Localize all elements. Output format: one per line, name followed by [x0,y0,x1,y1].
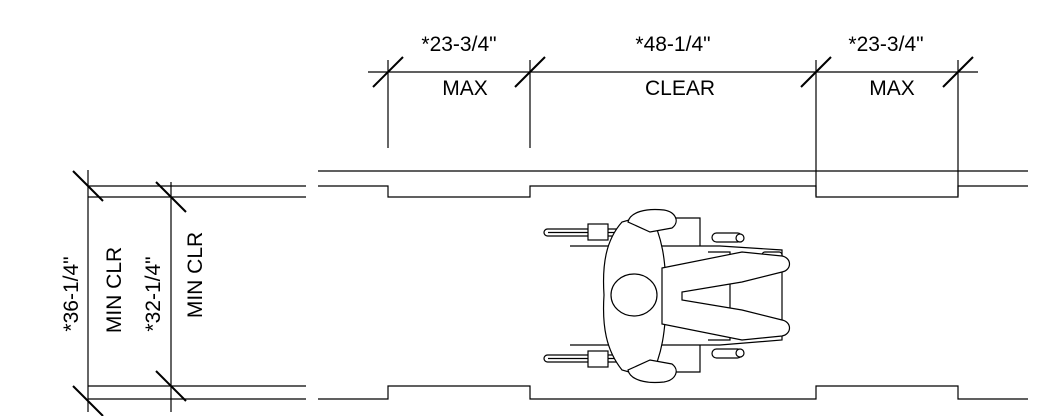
top-right-dimension-note: MAX [869,77,915,100]
top-center-dimension-value: *48-1/4" [635,33,710,56]
top-left-dimension-note: MAX [442,77,488,100]
wheelchair-user-top-view-icon [543,208,791,384]
tick-mark-3 [800,56,832,88]
bottom-wall-inner-face [318,385,1028,400]
user-right-arm-icon [627,359,677,384]
user-left-arm-icon [627,208,677,233]
tick-mark-1 [372,56,404,88]
tick-mark-4 [942,56,974,88]
left-inner-dimension-value: *32-1/4" [142,256,165,331]
user-head-icon [610,273,658,317]
top-dimension-string: *23-3/4" MAX *48-1/4" CLEAR *23-3/4" MAX [368,33,978,196]
left-dimensions: *36-1/4" MIN CLR *32-1/4" MIN CLR [60,170,207,416]
front-caster-top-icon [711,232,745,243]
left-inner-tick-top [155,181,187,213]
user-legs-icon [661,251,791,341]
front-caster-bottom-icon [711,348,745,359]
tick-mark-2 [514,56,546,88]
corridor-walls [88,170,1028,400]
left-inner-dimension-note: MIN CLR [184,232,207,318]
left-outer-tick-top [72,170,104,202]
left-outer-dimension-note: MIN CLR [103,247,126,333]
left-outer-dimension-value: *36-1/4" [60,256,83,331]
left-inner-tick-bottom [155,370,187,402]
left-outer-tick-bottom [72,385,104,416]
top-wall-inner-face-left [318,185,1028,198]
top-center-dimension-note: CLEAR [645,77,715,100]
top-left-dimension-value: *23-3/4" [421,33,496,56]
top-right-dimension-value: *23-3/4" [848,33,923,56]
